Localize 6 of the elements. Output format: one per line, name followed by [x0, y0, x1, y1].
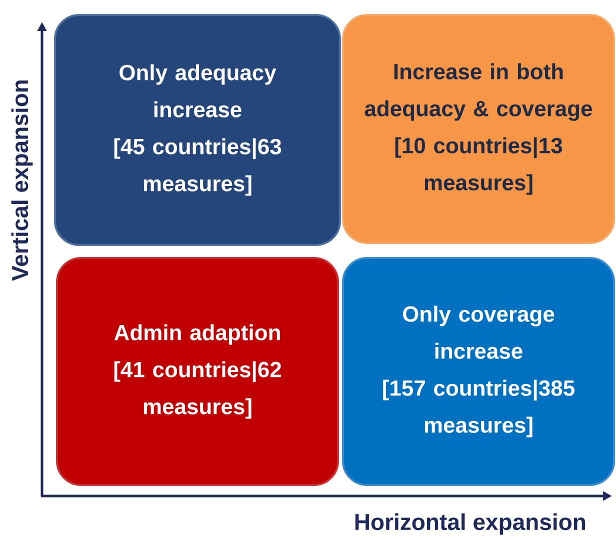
quadrant-box: Only coverage increase [157 countries|385 measures]: [342, 257, 615, 486]
axis-title: Vertical expansion: [11, 80, 33, 281]
quadrant-box: Only adequacy increase [45 countries|63 measures]: [54, 14, 341, 246]
quadrant-box: Increase in both adequacy & coverage [10 countries|13 measures]: [342, 14, 615, 244]
axis-title: Horizontal expansion: [355, 513, 586, 535]
quadrant-box: Admin adaption [41 countries|62 measures]: [56, 257, 339, 486]
